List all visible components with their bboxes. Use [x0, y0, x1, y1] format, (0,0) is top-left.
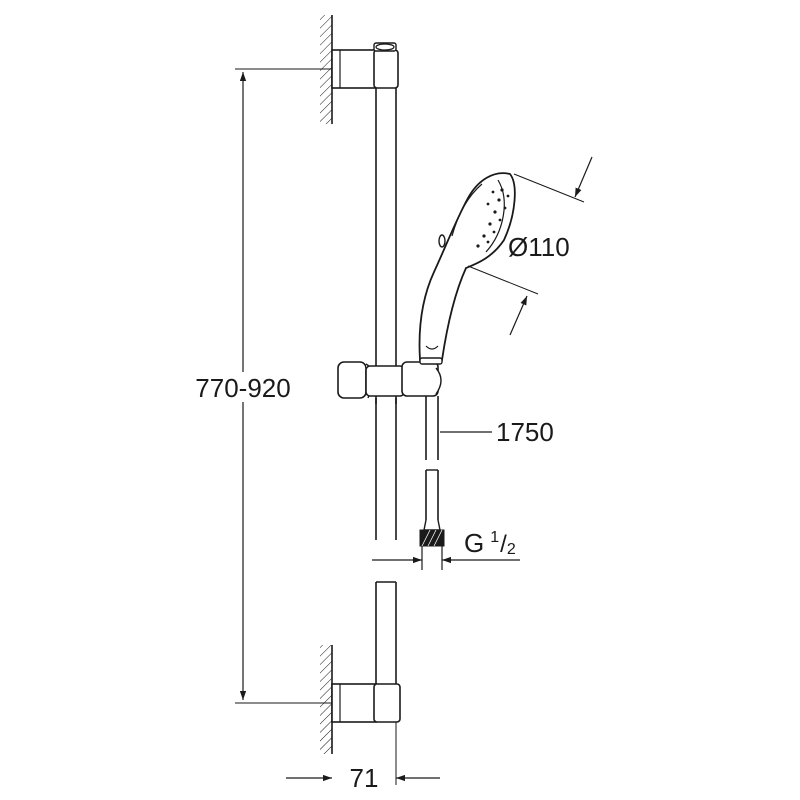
hose-length-label: 1750 [496, 417, 554, 447]
shower-hose [419, 396, 445, 570]
wall-bottom [320, 645, 333, 754]
hand-shower [418, 172, 516, 365]
dimension-wall-offset [286, 722, 440, 785]
top-wall-bracket [331, 42, 399, 89]
dimension-head-diameter [467, 156, 593, 336]
spray-nozzles [476, 188, 510, 248]
bottom-wall-bracket [331, 683, 401, 723]
dimension-rail-length [184, 68, 332, 704]
shower-rail [375, 86, 397, 688]
head-diameter-label: Ø110 [508, 232, 570, 262]
wall-offset-label: 71 [350, 763, 379, 793]
rail-length-label: 770-920 [195, 373, 290, 403]
